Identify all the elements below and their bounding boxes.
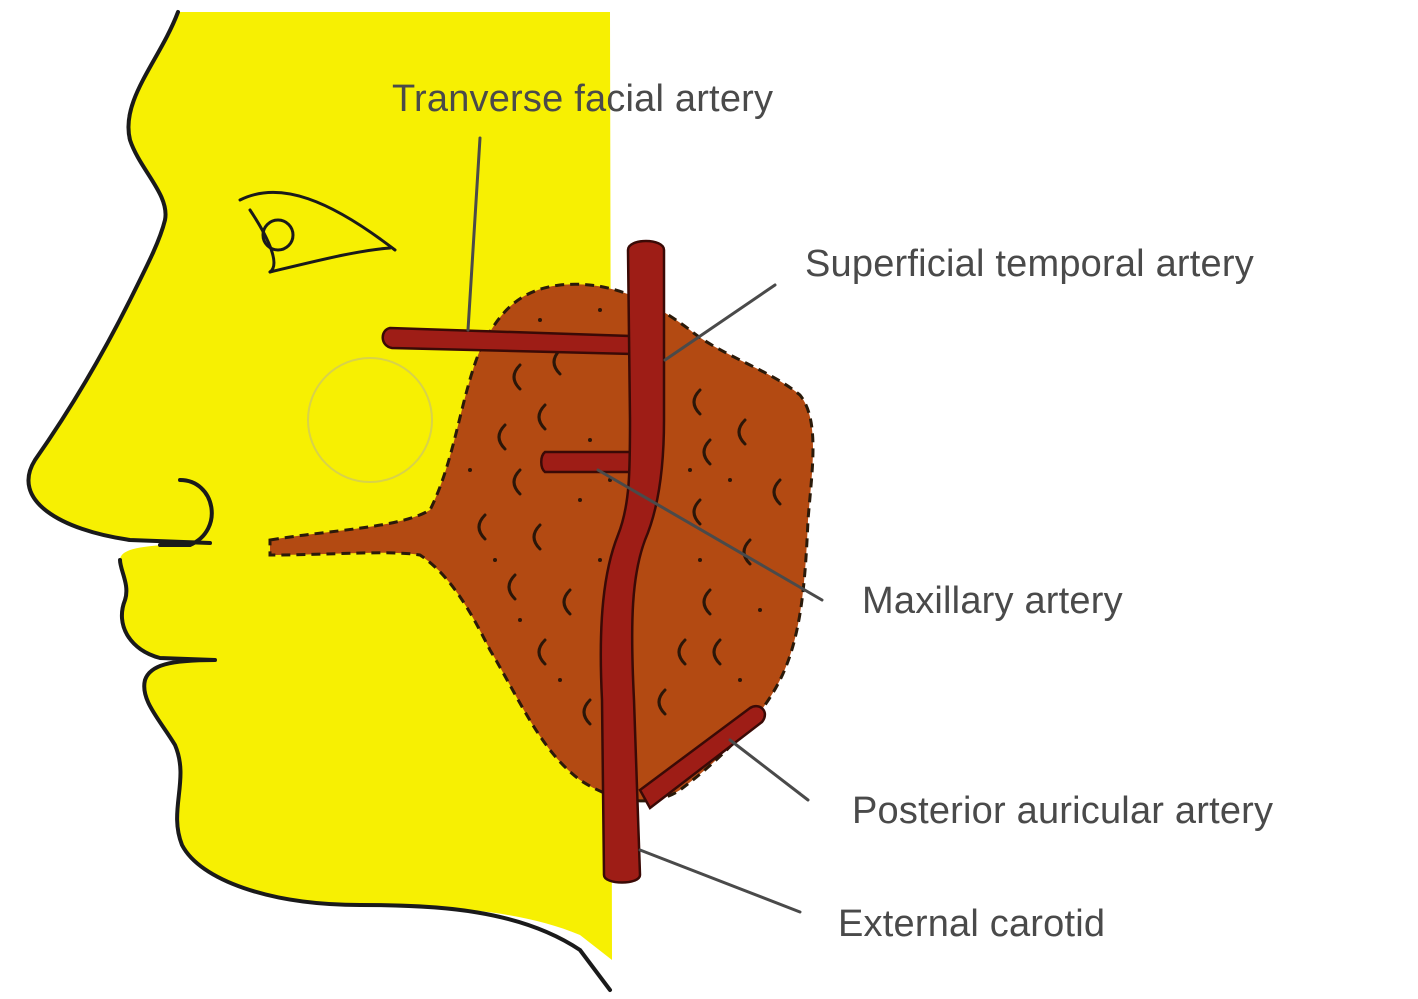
label-posterior-auricular-artery: Posterior auricular artery — [852, 792, 1273, 830]
label-superficial-temporal-artery: Superficial temporal artery — [805, 245, 1254, 283]
label-external-carotid: External carotid — [838, 905, 1105, 943]
leader-external-carotid — [640, 850, 800, 912]
label-maxillary-artery: Maxillary artery — [862, 582, 1123, 620]
leader-posterior-auricular — [730, 740, 808, 800]
label-transverse-facial-artery: Tranverse facial artery — [392, 80, 773, 118]
maxillary-artery-vessel — [541, 452, 640, 472]
